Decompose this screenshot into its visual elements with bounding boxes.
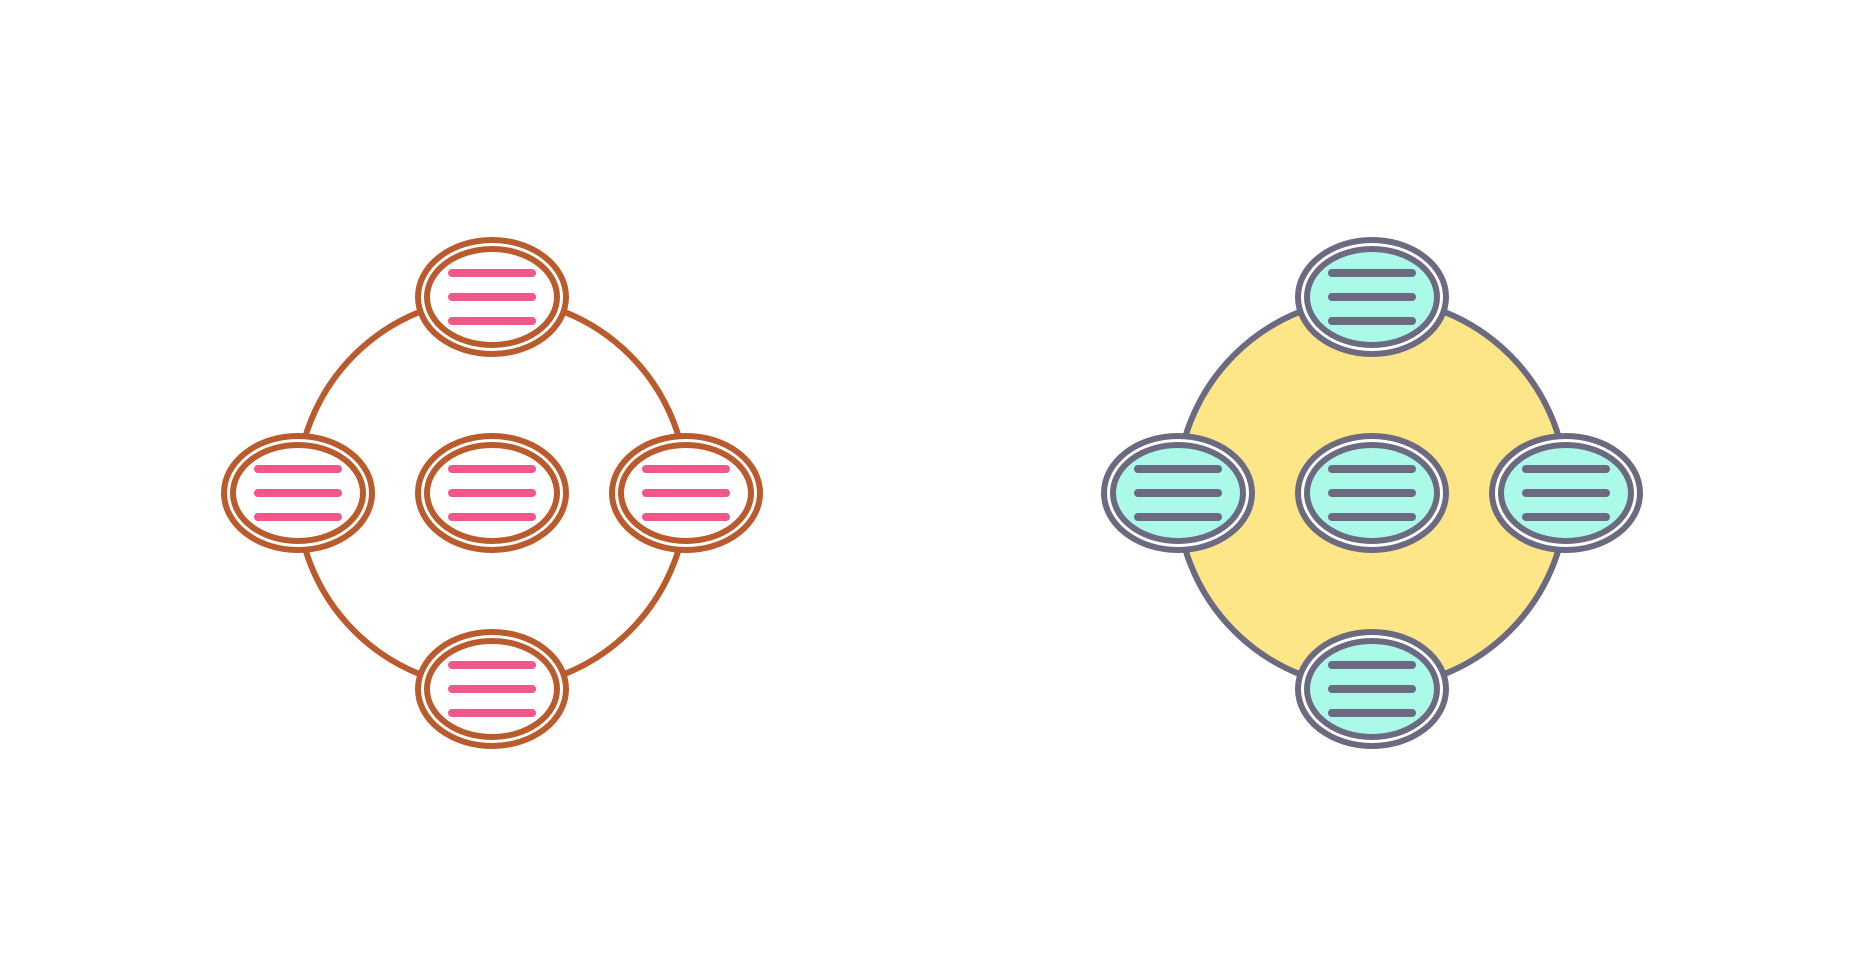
node-left	[221, 433, 375, 553]
node-bottom	[415, 629, 569, 749]
node-right	[1489, 433, 1643, 553]
node-center	[1295, 433, 1449, 553]
node-top	[1295, 237, 1449, 357]
network-icon-outline	[221, 237, 763, 749]
node-bottom	[1295, 629, 1449, 749]
node-left	[1101, 433, 1255, 553]
node-right	[609, 433, 763, 553]
node-center	[415, 433, 569, 553]
network-icon-filled	[1101, 237, 1643, 749]
node-top	[415, 237, 569, 357]
